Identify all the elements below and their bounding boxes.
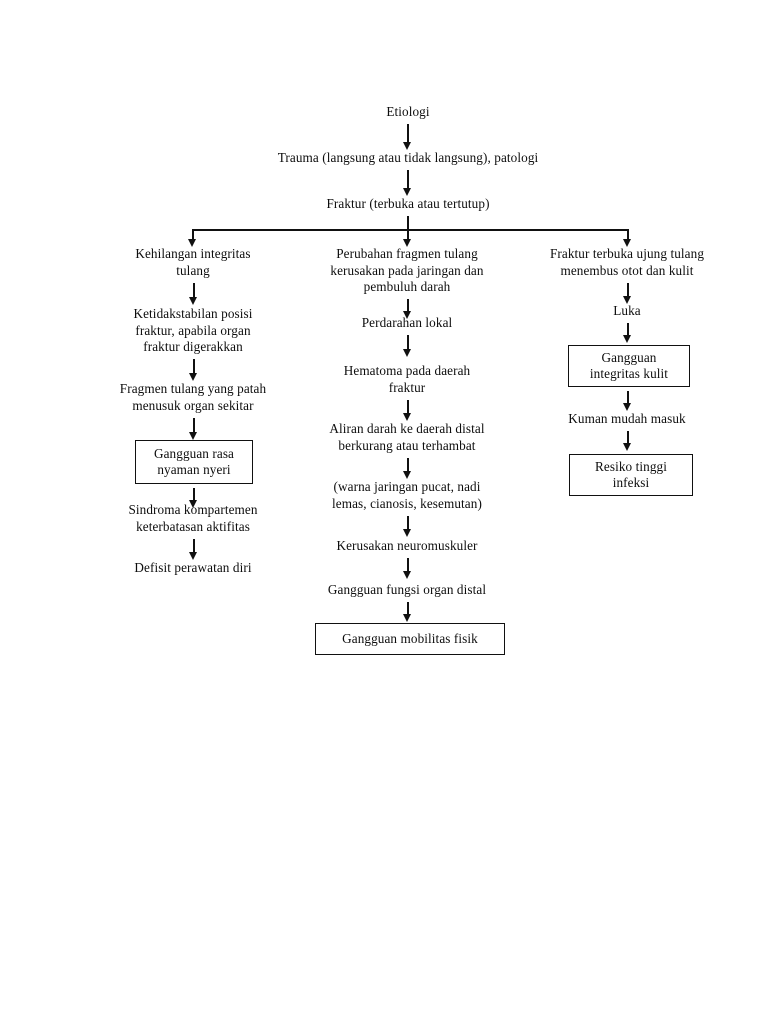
node-trauma: Trauma (langsung atau tidak langsung), p… — [277, 150, 539, 165]
arrowhead-right-4-to-5 — [623, 443, 632, 451]
arrowhead-right-2-to-3 — [623, 335, 632, 343]
arrowhead-mid-3-to-4 — [403, 413, 412, 421]
node-sindroma-kompartemen: Sindroma kompartemen keterbatasan aktifi… — [128, 502, 258, 534]
connector-left-5-to-6 — [193, 539, 195, 556]
connector-right-1-to-2 — [627, 283, 629, 300]
connector-left-1-to-2 — [193, 283, 195, 301]
node-warna-jaringan-pucat: (warna jaringan pucat, nadi lemas, ciano… — [332, 479, 482, 511]
connector-mid-5-to-6 — [407, 516, 409, 533]
arrowhead-mid-2-to-3 — [403, 349, 412, 357]
connector-right-2-to-3 — [627, 323, 629, 339]
connector-mid-1-to-2 — [407, 299, 409, 315]
connector-mid-3-to-4 — [407, 400, 409, 417]
node-fragmen-tulang-menusuk-organ: Fragmen tulang yang patah menusuk organ … — [119, 381, 267, 413]
node-perubahan-fragmen-tulang: Perubahan fragmen tulang kerusakan pada … — [330, 246, 484, 294]
connector-left-4-to-5 — [193, 488, 195, 504]
arrowhead-mid-6-to-7 — [403, 571, 412, 579]
node-perdarahan-lokal: Perdarahan lokal — [361, 315, 453, 330]
arrowhead-right-1-to-2 — [623, 296, 632, 304]
arrowhead-branch-middle — [403, 239, 412, 247]
branch-drop-right — [627, 229, 629, 243]
arrowhead-mid-1-to-2 — [403, 311, 412, 319]
node-fraktur-terbuka-menembus-kulit: Fraktur terbuka ujung tulang menembus ot… — [549, 246, 705, 278]
arrowhead-mid-7-to-8 — [403, 614, 412, 622]
connector-mid-6-to-7 — [407, 558, 409, 575]
connector-trauma-to-fraktur — [407, 170, 409, 192]
arrowhead-mid-4-to-5 — [403, 471, 412, 479]
arrowhead-right-3-to-4 — [623, 403, 632, 411]
node-etiologi: Etiologi — [386, 104, 430, 119]
connector-mid-7-to-8 — [407, 602, 409, 618]
arrowhead-left-5-to-6 — [189, 552, 198, 560]
arrowhead-left-2-to-3 — [189, 373, 198, 381]
connector-mid-2-to-3 — [407, 335, 409, 353]
connector-left-2-to-3 — [193, 359, 195, 377]
box-gangguan-mobilitas-fisik: Gangguan mobilitas fisik — [315, 623, 505, 655]
branch-drop-left — [192, 229, 194, 243]
node-kuman-mudah-masuk: Kuman mudah masuk — [568, 411, 686, 426]
connector-right-3-to-4 — [627, 391, 629, 407]
connector-left-3-to-4 — [193, 418, 195, 436]
connector-right-4-to-5 — [627, 431, 629, 447]
connector-mid-4-to-5 — [407, 458, 409, 475]
arrowhead-trauma-to-fraktur — [403, 188, 412, 196]
branch-stem — [407, 216, 409, 230]
node-kerusakan-neuromuskuler: Kerusakan neuromuskuler — [336, 538, 478, 553]
branch-horizontal-bar — [192, 229, 628, 231]
arrowhead-left-4-to-5 — [189, 500, 198, 508]
arrowhead-etiologi-to-trauma — [403, 142, 412, 150]
node-kehilangan-integritas-tulang: Kehilangan integritas tulang — [135, 246, 251, 278]
node-luka: Luka — [613, 303, 641, 318]
node-hematoma-pada-daerah-fraktur: Hematoma pada daerah fraktur — [343, 363, 471, 395]
arrowhead-left-3-to-4 — [189, 432, 198, 440]
arrowhead-mid-5-to-6 — [403, 529, 412, 537]
node-gangguan-fungsi-organ-distal: Gangguan fungsi organ distal — [327, 582, 487, 597]
box-gangguan-rasa-nyaman-nyeri: Gangguan rasa nyaman nyeri — [135, 440, 253, 484]
box-resiko-tinggi-infeksi: Resiko tinggi infeksi — [569, 454, 693, 496]
branch-drop-middle — [407, 229, 409, 243]
node-ketidakstabilan-posisi-fraktur: Ketidakstabilan posisi fraktur, apabila … — [133, 306, 253, 354]
connector-etiologi-to-trauma — [407, 124, 409, 146]
box-gangguan-integritas-kulit: Gangguan integritas kulit — [568, 345, 690, 387]
node-fraktur: Fraktur (terbuka atau tertutup) — [326, 196, 490, 211]
arrowhead-branch-right — [623, 239, 632, 247]
node-defisit-perawatan-diri: Defisit perawatan diri — [134, 560, 252, 575]
node-aliran-darah-berkurang: Aliran darah ke daerah distal berkurang … — [329, 421, 485, 453]
arrowhead-branch-left — [188, 239, 197, 247]
arrowhead-left-1-to-2 — [189, 297, 198, 305]
